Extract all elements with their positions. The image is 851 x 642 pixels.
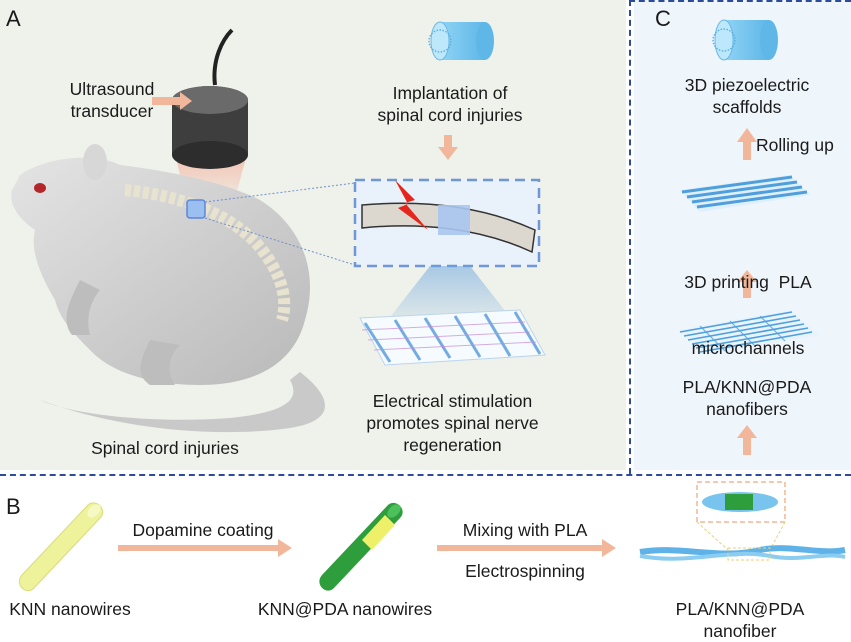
- implant-label-line2: spinal cord injuries: [377, 105, 523, 125]
- scaffold-cylinder-icon-c: [712, 19, 778, 61]
- stimulation-label-line1: Electrical stimulation: [372, 391, 533, 411]
- panel-c-background: [634, 0, 851, 470]
- scaffold-cylinder-icon-a: [428, 21, 494, 61]
- nanofibers-up-arrow: [737, 425, 757, 455]
- mixing-arrow: [437, 539, 616, 557]
- panel-a-label: A: [6, 6, 21, 31]
- stimulation-label-line2: promotes spinal nerve: [366, 413, 539, 433]
- coating-arrow: [118, 539, 292, 557]
- nanofibers-label-line2: nanofibers: [706, 399, 788, 419]
- microchannel-mat: [680, 175, 810, 212]
- scaffold-label-line1: 3D piezoelectric: [684, 75, 810, 95]
- scaffold-label-line2: scaffolds: [712, 97, 782, 117]
- panel-b-label: B: [6, 494, 21, 519]
- printing-label-line1: 3D printing PLA: [684, 272, 812, 292]
- transducer-label-line1: Ultrasound: [69, 79, 155, 99]
- horizontal-divider: [0, 474, 851, 476]
- rolling-up-arrow: [737, 128, 757, 160]
- stimulation-label-line3: regeneration: [403, 435, 502, 455]
- panel-c-label: C: [655, 6, 671, 31]
- implant-label-line1: Implantation of: [392, 83, 508, 103]
- nanofibers-label-line1: PLA/KNN@PDA: [682, 377, 812, 397]
- injury-label: Spinal cord injuries: [91, 438, 239, 458]
- vertical-divider: [629, 0, 631, 474]
- printing-label-line2: microchannels: [691, 338, 805, 358]
- rolling-up-label: Rolling up: [756, 135, 834, 155]
- mixing-label: Mixing with PLA: [462, 520, 588, 540]
- coating-label: Dopamine coating: [132, 520, 274, 540]
- rat-illustration: [11, 144, 356, 433]
- printing-up-arrow: [737, 270, 757, 298]
- panel-c-top-border: [629, 0, 851, 2]
- knn-pda-label: KNN@PDA nanowires: [257, 599, 433, 619]
- scaffold-label: 3D piezoelectric scaffolds: [652, 74, 842, 118]
- stimulation-label: Electrical stimulation promotes spinal n…: [350, 390, 555, 456]
- knn-label: KNN nanowires: [9, 599, 131, 619]
- ultrasound-transducer-icon: [172, 28, 248, 169]
- electrospinning-label: Electrospinning: [465, 561, 585, 581]
- transducer-pointer-arrow: [152, 92, 192, 110]
- knn-pda-nanowire-icon: [319, 502, 403, 591]
- nanofiber-mat-c: [678, 310, 820, 355]
- spinal-cord-inset: [353, 178, 541, 268]
- printing-label: 3D printing PLA microchannels: [648, 227, 848, 381]
- transducer-label: Ultrasound transducer: [52, 78, 172, 122]
- transducer-label-line2: transducer: [70, 101, 154, 121]
- nanofiber-mat-a: [359, 309, 546, 366]
- pla-nanofiber-icon: [639, 481, 846, 561]
- implant-label: Implantation of spinal cord injuries: [355, 82, 545, 126]
- fiber-label-line2: nanofiber: [703, 621, 777, 641]
- fiber-label: PLA/KNN@PDA nanofiber: [650, 598, 830, 642]
- fiber-label-line1: PLA/KNN@PDA: [675, 599, 805, 619]
- nanofibers-label: PLA/KNN@PDA nanofibers: [652, 376, 842, 420]
- knn-nanowire-icon: [18, 502, 104, 592]
- implant-down-arrow: [438, 135, 458, 160]
